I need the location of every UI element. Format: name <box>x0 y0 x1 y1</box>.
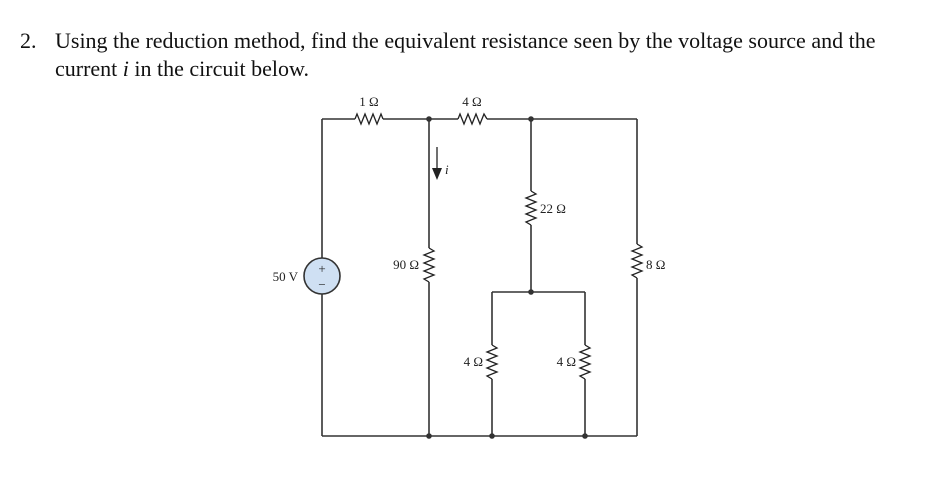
node-bottom-left4 <box>489 433 495 439</box>
problem-number: 2. <box>20 28 37 53</box>
label-current-i: i <box>445 162 449 177</box>
resistor-4-ohm-bottom-left <box>485 344 499 380</box>
node-top-22 <box>528 116 534 122</box>
label-voltage: 50 V <box>273 269 299 284</box>
voltage-source-minus: − <box>318 277 325 292</box>
junction-nodes <box>426 116 588 439</box>
resistor-4-ohm-top <box>457 112 488 126</box>
resistor-90-ohm <box>422 247 436 283</box>
label-1-ohm: 1 Ω <box>359 94 378 109</box>
wires <box>321 118 638 437</box>
node-bottom-90 <box>426 433 432 439</box>
label-4-ohm-bottom-left: 4 Ω <box>464 354 483 369</box>
arrow-head-icon <box>432 168 442 180</box>
problem-text-start: Using the reduction method, find the equ… <box>55 28 876 81</box>
node-bottom-right4 <box>582 433 588 439</box>
problem-text: Using the reduction method, find the equ… <box>55 27 925 83</box>
resistor-4-ohm-bottom-right <box>578 344 592 380</box>
resistor-1-ohm <box>354 112 384 126</box>
voltage-source-plus: + <box>318 261 325 276</box>
voltage-source-circle <box>303 257 341 295</box>
label-90-ohm: 90 Ω <box>393 257 419 272</box>
label-22-ohm: 22 Ω <box>540 201 566 216</box>
problem-text-end: in the circuit below. <box>128 56 309 81</box>
label-4-ohm-bottom-right: 4 Ω <box>557 354 576 369</box>
node-top-90 <box>426 116 432 122</box>
current-variable: i <box>122 56 129 81</box>
label-8-ohm: 8 Ω <box>646 257 665 272</box>
resistor-8-ohm <box>630 243 644 279</box>
label-4-ohm-top: 4 Ω <box>462 94 481 109</box>
node-mid <box>528 289 534 295</box>
voltage-source: + − <box>303 257 341 295</box>
current-arrow <box>432 147 442 180</box>
resistor-22-ohm <box>524 190 538 226</box>
